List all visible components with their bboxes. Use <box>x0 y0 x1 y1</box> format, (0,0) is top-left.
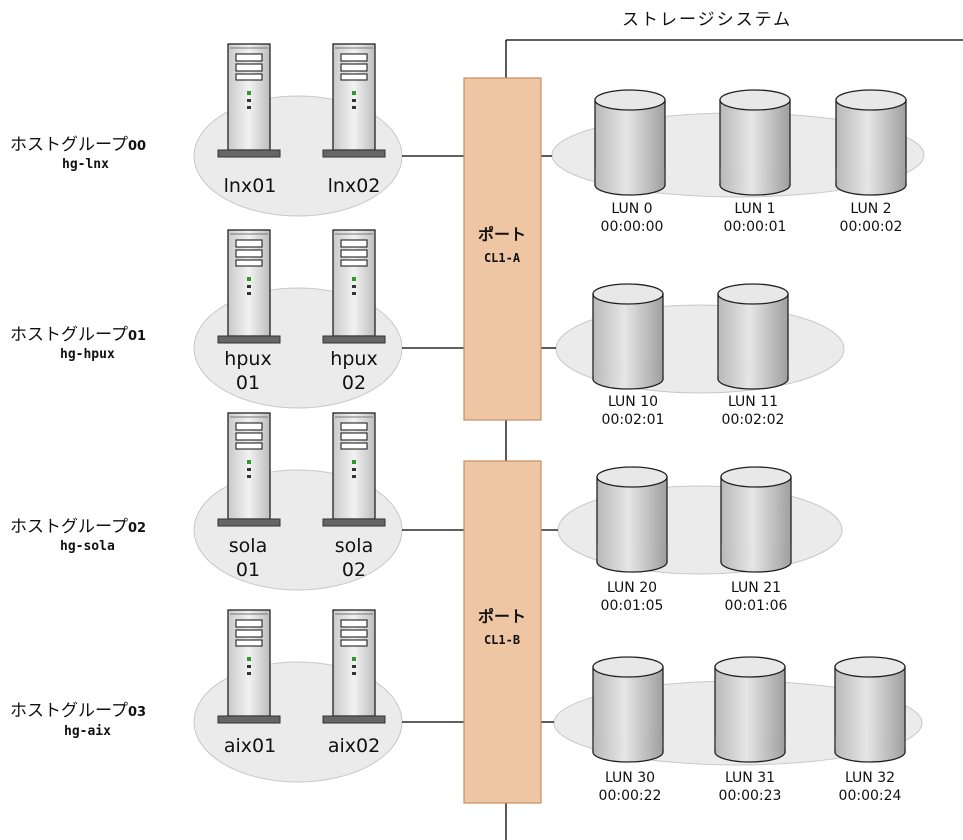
host-label: aix02 <box>328 735 380 757</box>
host-label: aix01 <box>224 735 276 757</box>
lun-ldev: 00:00:01 <box>724 219 787 235</box>
svg-text:hg-sola: hg-sola <box>60 539 115 554</box>
port-id: CL1-B <box>484 633 520 647</box>
host-label: hpux <box>224 348 271 370</box>
host-group-label: ホストグループ01 hg-hpux <box>10 325 146 362</box>
port-label: ポート <box>478 607 526 626</box>
svg-text:hg-aix: hg-aix <box>64 724 111 739</box>
host-label: 02 <box>342 372 366 394</box>
lun-name: LUN 31 <box>725 770 775 786</box>
host-label: sola <box>335 535 373 557</box>
svg-text:ホストグループ01: ホストグループ01 <box>10 325 146 345</box>
storage-title: ストレージシステム <box>622 10 792 30</box>
host-label: 01 <box>236 372 260 394</box>
lun-name: LUN 2 <box>850 201 891 217</box>
port-label: ポート <box>478 225 526 244</box>
lun-ldev: 00:02:02 <box>722 412 785 428</box>
lun-name: LUN 0 <box>611 201 652 217</box>
lun-ldev: 00:00:23 <box>719 788 782 804</box>
lun-ldev: 00:01:06 <box>725 598 788 614</box>
disk-icon <box>835 89 907 196</box>
host-group-label: ホストグループ02 hg-sola <box>10 517 146 554</box>
disk-icon <box>719 89 791 196</box>
svg-text:ホストグループ02: ホストグループ02 <box>10 517 146 537</box>
svg-text:ホストグループ00: ホストグループ00 <box>10 135 146 155</box>
host-group-label: ホストグループ00 hg-lnx <box>10 135 146 172</box>
lun-name: LUN 10 <box>608 394 658 410</box>
host-label: sola <box>229 535 267 557</box>
port-id: CL1-A <box>484 251 521 265</box>
host-label: lnx02 <box>328 175 381 197</box>
lun-ldev: 00:00:22 <box>599 788 662 804</box>
lun-name: LUN 30 <box>605 770 655 786</box>
host-label: 01 <box>236 559 260 581</box>
disk-icon <box>594 89 666 196</box>
host-label: hpux <box>330 348 377 370</box>
lun-name: LUN 1 <box>734 201 775 217</box>
lun-name: LUN 32 <box>845 770 895 786</box>
port-box <box>463 460 542 804</box>
lun-name: LUN 11 <box>728 394 778 410</box>
lun-ldev: 00:02:01 <box>602 412 665 428</box>
host-label: 02 <box>342 559 366 581</box>
port-box <box>463 77 542 421</box>
lun-ldev: 00:00:02 <box>840 219 903 235</box>
lun-name: LUN 21 <box>731 580 781 596</box>
lun-ldev: 00:00:24 <box>839 788 902 804</box>
svg-text:hg-hpux: hg-hpux <box>60 347 115 362</box>
lun-ldev: 00:00:00 <box>601 219 664 235</box>
lun-ldev: 00:01:05 <box>601 598 664 614</box>
disk-icon <box>720 466 792 573</box>
svg-text:ホストグループ03: ホストグループ03 <box>10 701 146 721</box>
disk-icon <box>592 656 664 763</box>
host-label: lnx01 <box>224 175 277 197</box>
svg-text:hg-lnx: hg-lnx <box>62 157 109 172</box>
disk-icon <box>592 283 664 390</box>
lun-name: LUN 20 <box>607 580 657 596</box>
disk-icon <box>714 656 786 763</box>
disk-icon <box>834 656 906 763</box>
host-group-label: ホストグループ03 hg-aix <box>10 701 146 739</box>
disk-icon <box>596 466 668 573</box>
disk-icon <box>717 283 789 390</box>
